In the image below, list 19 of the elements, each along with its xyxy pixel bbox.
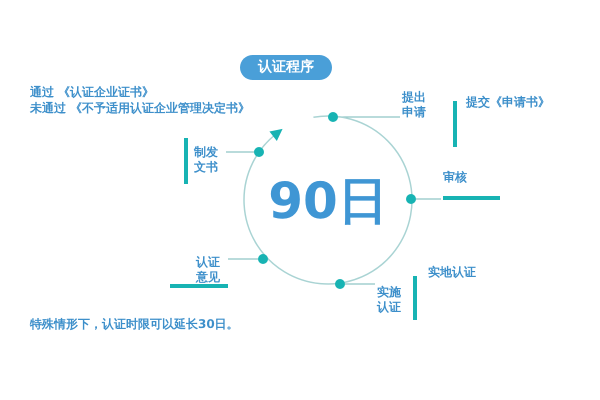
connector-dot <box>406 194 416 204</box>
stage-label: 审核 <box>443 170 473 185</box>
stage-label: 制发文书 <box>194 145 224 175</box>
note-text: 特殊情形下，认证时限可以延长30日。 <box>30 317 240 332</box>
leader-line <box>416 198 441 200</box>
stage-label: 提出申请 <box>402 90 432 120</box>
connector-dot <box>328 112 338 122</box>
stage-label: 认证意见 <box>196 255 226 285</box>
note-text: 提交《申请书》 <box>466 95 551 110</box>
duration-text: 90日 <box>267 173 389 229</box>
stage-label: 实施认证 <box>377 285 407 315</box>
title-pill: 认证程序 <box>240 55 332 80</box>
leader-line <box>226 151 254 153</box>
note-text: 未通过 《不予适用认证企业管理决定书》 <box>30 101 252 116</box>
note-text: 实地认证 <box>428 265 477 280</box>
note-text: 通过 《认证企业证书》 <box>30 85 156 100</box>
connector-dot <box>335 279 345 289</box>
leader-line <box>345 283 375 285</box>
leader-line <box>228 258 258 260</box>
